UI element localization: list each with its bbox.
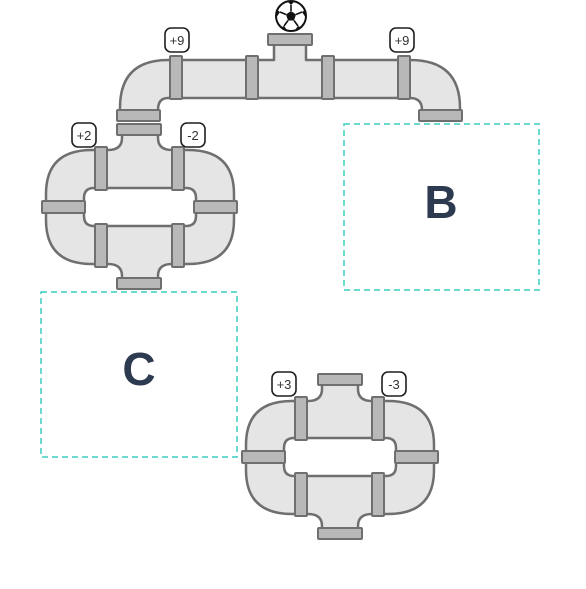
top-pipe-ring (169, 55, 183, 100)
slot-c-label: C (122, 343, 155, 395)
top-pipe-left-outlet-ring (116, 109, 161, 122)
top-pipe-ring (245, 55, 259, 100)
top-pipe-left-badge: +9 (164, 27, 190, 53)
loop-a-left-badge: +2 (71, 122, 97, 148)
loop-b-inlet-ring (317, 373, 363, 386)
drop-slot-b[interactable]: B (343, 123, 540, 291)
loop-b-ring (371, 396, 385, 441)
top-pipe-right-badge: +9 (389, 27, 415, 53)
loop-b-ring (241, 450, 286, 464)
loop-b-ring (371, 472, 385, 517)
loop-a-ring (94, 223, 108, 268)
top-pipe-inlet-ring (267, 33, 313, 46)
badge-value: +3 (277, 377, 292, 392)
drop-slot-c[interactable]: C (40, 291, 238, 458)
soccer-ball-icon (275, 0, 307, 32)
top-pipe-right-outlet-ring (418, 109, 463, 122)
loop-a-ring (193, 200, 238, 214)
loop-pipe-a[interactable] (41, 123, 238, 290)
loop-b-left-badge: +3 (271, 371, 297, 397)
top-pipe-ring (321, 55, 335, 100)
loop-pipe-b[interactable] (241, 373, 439, 540)
loop-a-ring (171, 223, 185, 268)
top-pipe[interactable] (116, 33, 463, 122)
loop-a-ring (41, 200, 86, 214)
top-pipe-ring (397, 55, 411, 100)
loop-b-ring (294, 396, 308, 441)
loop-a-right-badge: -2 (180, 122, 206, 148)
loop-b-outlet-ring (317, 527, 363, 540)
loop-a-ring (171, 146, 185, 191)
badge-value: +2 (77, 128, 92, 143)
badge-value: +9 (170, 33, 185, 48)
loop-a-outlet-ring (116, 277, 162, 290)
badge-value: +9 (395, 33, 410, 48)
loop-b-ring (394, 450, 439, 464)
loop-b-right-badge: -3 (381, 371, 407, 397)
slot-b-label: B (424, 176, 457, 228)
badge-value: -2 (187, 128, 199, 143)
badge-value: -3 (388, 377, 400, 392)
loop-a-ring (94, 146, 108, 191)
loop-a-inlet-ring (116, 123, 162, 136)
loop-b-ring (294, 472, 308, 517)
